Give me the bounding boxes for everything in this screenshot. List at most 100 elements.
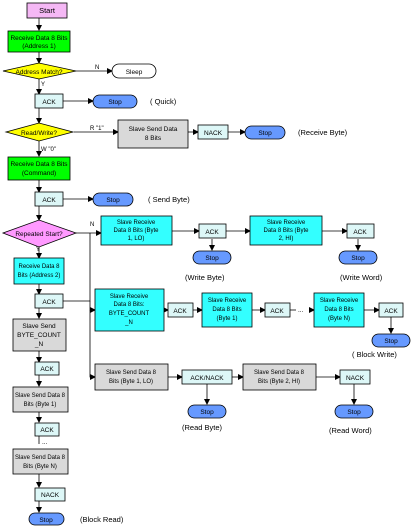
block-write-caption: ( Block Write) (352, 350, 397, 359)
slave-receive-block-byten-line1: Slave Receive (320, 298, 359, 304)
slave-send-data8-line1: Slave Send Data (129, 126, 178, 133)
ack-send-byte-box: ACK (34, 191, 64, 207)
stop-quick-terminal: Stop (92, 94, 138, 109)
read-write-label: Read/Write? (21, 130, 57, 137)
ack-nack-read-box: ACK/NACK (181, 369, 233, 385)
stop-block-read-label: Stop (39, 517, 53, 524)
stop-read-byte-terminal: Stop (187, 404, 227, 419)
slave-receive-block-byten-line2: Data 8 Bits (324, 307, 353, 313)
slave-send-block-byten-line2: Bits (Byte N) (23, 464, 57, 470)
nack-block-read-label: NACK (41, 492, 60, 499)
slave-send-byte-count-box: Slave Send BYTE_COUNT _N (12, 318, 67, 352)
stop-write-byte-terminal: Stop (192, 250, 232, 265)
read-write-decision: Read/Write? (4, 122, 75, 142)
stop-block-write-terminal: Stop (371, 333, 411, 348)
slave-receive-block-byten-box: Slave Receive Data 8 Bits (Byte N) (313, 292, 365, 328)
nack-receive-byte-label: NACK (204, 130, 223, 137)
address-match-decision: Address Match? (2, 62, 77, 80)
slave-send-block-byten-line1: Slave Send Data 8 (15, 455, 66, 461)
receive-address2-box: Receive Data 8 Bits (Address 2) (13, 257, 65, 285)
connector-lines (36, 18, 394, 513)
slave-receive-block-byte1-line1: Slave Receive (208, 298, 247, 304)
slave-receive-block-byte1-line3: (Byte 1) (216, 316, 237, 322)
repeated-start-decision: Repeated Start? (1, 219, 78, 248)
stop-receive-byte-terminal: Stop (244, 125, 286, 140)
receive-address2-line2: Bits (Address 2) (18, 273, 61, 279)
slave-receive-byte1-lo-box: Slave Receive Data 8 Bits (Byte 1, LO) (100, 215, 173, 246)
slave-send-byte-count-line3: _N (34, 341, 44, 348)
ack-address2-box: ACK (34, 293, 64, 309)
slave-receive-byte1-lo-line2: Data 8 Bits (Byte (113, 228, 159, 234)
stop-read-byte-label: Stop (200, 409, 214, 416)
read-word-caption: (Read Word) (329, 426, 372, 435)
stop-send-byte-terminal: Stop (92, 192, 134, 207)
sleep-terminal: Sleep (111, 63, 157, 79)
ack-address2-label: ACK (42, 299, 56, 306)
ack-block-write-byte1-box: ACK (264, 302, 291, 318)
write-byte-caption: (Write Byte) (185, 273, 225, 282)
nack-read-word-label: NACK (346, 375, 365, 382)
ack-block-read-count-label: ACK (40, 366, 54, 373)
slave-receive-byte-count-line3: BYTE_COUNT (109, 311, 150, 317)
stop-send-byte-label: Stop (106, 197, 120, 204)
nack-block-read-box: NACK (34, 487, 66, 502)
repeated-start-n-label: N (90, 222, 94, 228)
ack-block-read-count-box: ACK (34, 361, 60, 376)
slave-send-byte1-lo-line2: Bits (Byte 1, LO) (109, 379, 153, 385)
write-w0-label: W "0" (41, 147, 56, 153)
stop-block-read-terminal: Stop (28, 512, 65, 526)
repeated-start-y-label: Y (36, 247, 40, 253)
slave-send-byte2-hi-line2: Bits (Byte 2, HI) (258, 379, 300, 385)
ack-quick-box: ACK (34, 93, 64, 109)
receive-command-line1: Receive Data 8 Bits (10, 161, 68, 168)
ack-block-write-count-box: ACK (167, 302, 194, 318)
stop-read-word-label: Stop (347, 409, 361, 416)
ack-block-write-byten-label: ACK (384, 308, 398, 315)
ack-write-byte-label: ACK (205, 229, 219, 236)
slave-send-byte2-hi-box: Slave Send Data 8 Bits (Byte 2, HI) (242, 363, 317, 391)
ack-block-write-byte1-label: ACK (270, 308, 284, 315)
ack-write-byte-box: ACK (198, 223, 227, 239)
slave-send-block-byten-box: Slave Send Data 8 Bits (Byte N) (12, 448, 69, 475)
slave-send-block-byte1-line1: Slave Send Data 8 (15, 393, 66, 399)
slave-receive-byte1-lo-line1: Slave Receive (117, 220, 156, 226)
nack-receive-byte-box: NACK (197, 124, 229, 140)
ack-block-read-byte1-box: ACK (34, 422, 60, 437)
slave-send-data8-box: Slave Send Data 8 Bits (117, 119, 189, 149)
slave-receive-block-byten-line3: (Byte N) (328, 316, 350, 322)
slave-send-block-byte1-box: Slave Send Data 8 Bits (Byte 1) (12, 386, 69, 413)
slave-receive-byte2-hi-line2: Data 8 Bits (Byte (263, 228, 309, 234)
stop-quick-label: Stop (108, 99, 122, 106)
sleep-label: Sleep (126, 69, 143, 76)
read-r1-label: R "1" (90, 126, 104, 132)
slave-receive-byte2-hi-line3: 2, HI) (279, 236, 294, 242)
ack-write-word-box: ACK (346, 223, 375, 239)
slave-receive-byte2-hi-line1: Slave Receive (267, 220, 306, 226)
nack-read-word-box: NACK (339, 369, 371, 385)
slave-send-data8-line2: 8 Bits (145, 135, 162, 142)
receive-byte-caption: (Receive Byte) (298, 128, 348, 137)
receive-address2-line1: Receive Data 8 (18, 264, 60, 270)
slave-send-byte-count-line2: BYTE_COUNT (17, 332, 61, 339)
slave-send-block-byte1-line2: Bits (Byte 1) (24, 402, 57, 408)
start-label: Start (39, 6, 56, 15)
ack-block-write-byten-box: ACK (378, 302, 404, 318)
slave-receive-byte1-lo-line3: 1, LO) (128, 236, 145, 242)
address-match-y-label: Y (41, 82, 45, 88)
receive-address1-line1: Receive Data 8 Bits (10, 35, 68, 42)
block-read-caption: (Block Read) (80, 515, 124, 524)
stop-block-write-label: Stop (384, 338, 398, 345)
address-match-n-label: N (95, 65, 99, 71)
slave-receive-byte2-hi-box: Slave Receive Data 8 Bits (Byte 2, HI) (249, 215, 323, 246)
stop-receive-byte-label: Stop (258, 130, 272, 137)
slave-receive-byte-count-line4: _N (124, 320, 133, 326)
receive-address1-box: Receive Data 8 Bits (Address 1) (7, 30, 71, 53)
slave-send-byte-count-line1: Slave Send (22, 323, 56, 330)
start-terminal: Start (26, 2, 68, 19)
slave-receive-byte-count-box: Slave Receive Data 8 Bits: BYTE_COUNT _N (94, 288, 165, 332)
slave-send-byte2-hi-line1: Slave Send Data 8 (254, 370, 305, 376)
ack-nack-read-label: ACK/NACK (190, 375, 224, 382)
ack-block-read-byte1-label: ACK (40, 427, 54, 434)
